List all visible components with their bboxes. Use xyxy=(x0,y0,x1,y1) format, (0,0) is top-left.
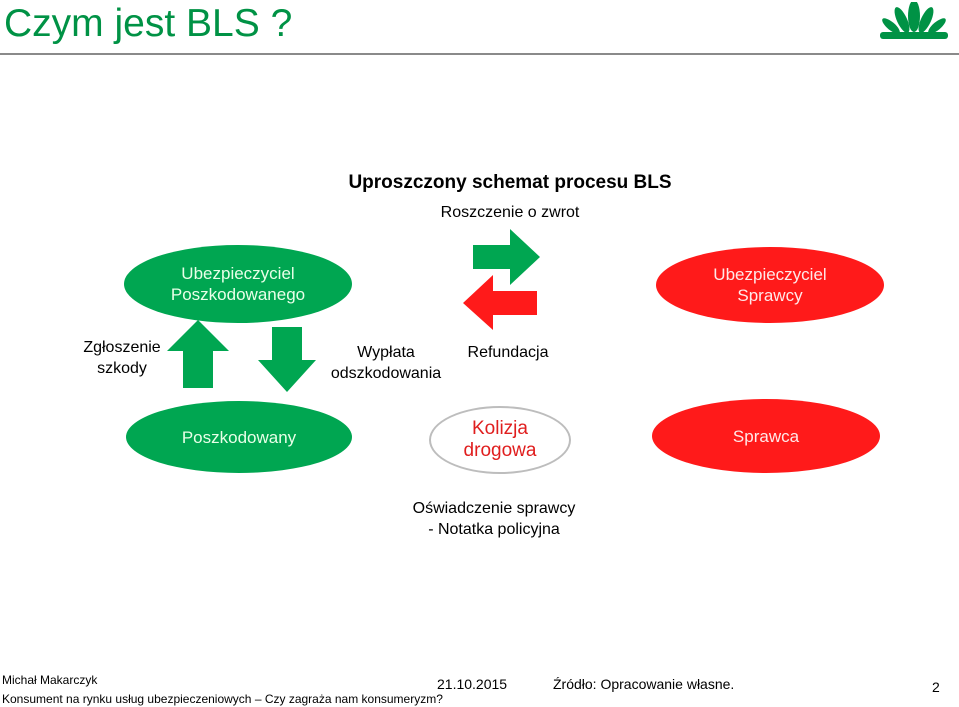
victim-ellipse: Poszkodowany xyxy=(126,401,352,473)
claim-right-arrow xyxy=(473,229,540,285)
leaf-logo-icon xyxy=(880,2,948,39)
payout-label: Wypłata odszkodowania xyxy=(330,344,442,382)
diagram-heading: Uproszczony schemat procesu BLS xyxy=(348,172,672,193)
page-number: 2 xyxy=(932,679,940,695)
footer-subtitle: Konsument na rynku usług ubezpieczeniowy… xyxy=(2,692,443,706)
report-label: Zgłoszenie szkody xyxy=(83,339,161,377)
refund-label: Refundacja xyxy=(467,344,549,361)
refund-left-arrow xyxy=(463,275,537,330)
perpetrator-ellipse: Sprawca xyxy=(652,399,880,473)
footer-source: Źródło: Opracowanie własne. xyxy=(553,676,735,692)
title-divider xyxy=(0,53,959,55)
statement-label: Oświadczenie sprawcy - Notatka policyjna xyxy=(412,500,576,538)
report-up-arrow xyxy=(167,320,229,388)
claim-label: Roszczenie o zwrot xyxy=(440,204,580,221)
payout-down-arrow xyxy=(258,327,316,392)
footer-date: 21.10.2015 xyxy=(437,676,508,692)
footer-author: Michał Makarczyk xyxy=(2,673,98,687)
slide-title: Czym jest BLS ? xyxy=(4,2,293,45)
